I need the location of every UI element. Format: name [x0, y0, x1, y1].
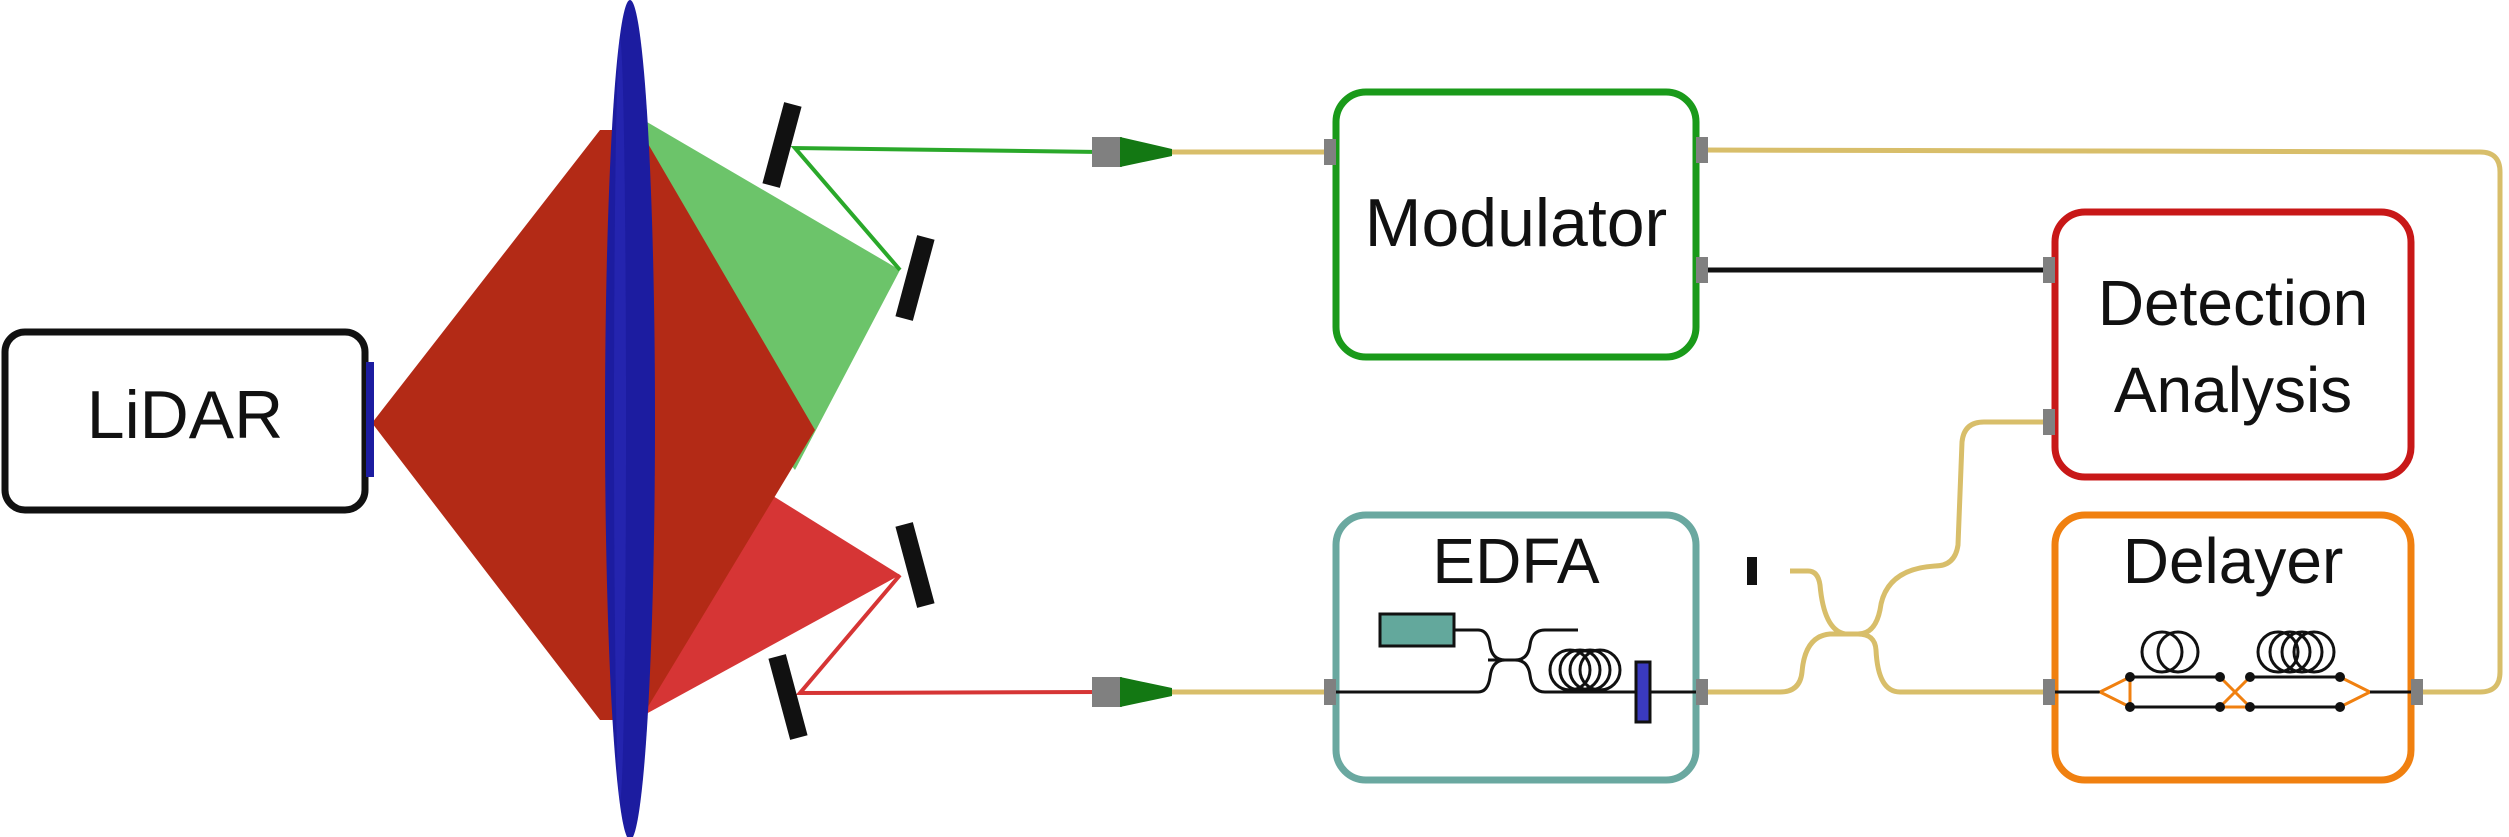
mirror-upper-1	[762, 102, 802, 188]
lidar-aperture	[366, 362, 374, 477]
detection-box	[2051, 208, 2415, 481]
delayer-junction-dots	[2125, 672, 2345, 712]
pump-laser	[1378, 612, 1456, 648]
lidar-box	[1, 328, 369, 514]
delayer-port-out	[2411, 679, 2423, 705]
delayer-label: Delayer	[2123, 525, 2344, 597]
edfa-box	[1332, 511, 1700, 784]
lidar-block: LiDAR	[1, 328, 374, 514]
modulator-box	[1332, 88, 1700, 361]
optical-isolator	[1634, 660, 1652, 724]
focusing-lens	[605, 0, 655, 837]
collimators	[1092, 137, 1172, 707]
edfa-label: EDFA	[1432, 525, 1599, 597]
delay-coil-1-icon	[2140, 630, 2200, 674]
lower-fiber-port	[1092, 677, 1122, 707]
mirror-lower-1	[895, 522, 935, 608]
green-beam-line	[790, 145, 1101, 272]
wdm-coupler-out	[1514, 658, 1560, 694]
delayer-box	[2051, 511, 2415, 784]
dark-red-beam-cone	[372, 130, 815, 720]
detection-analysis-block: Detection Analysis	[2043, 208, 2415, 481]
edfa-port-out	[1696, 679, 1708, 705]
free-space-optics	[372, 0, 1101, 837]
lens-highlight	[614, 40, 626, 800]
delayer-crossover	[2216, 675, 2254, 709]
fiber-termination	[1747, 557, 1757, 585]
lidar-label: LiDAR	[87, 377, 284, 453]
fiber-modulator-to-delayer	[1699, 147, 2503, 695]
delayer-port-in	[2043, 679, 2055, 705]
detection-label: Detection	[2098, 267, 2368, 339]
upper-collimator	[1120, 137, 1172, 167]
analysis-label: Analysis	[2114, 354, 2352, 426]
modulator-label: Modulator	[1365, 185, 1667, 261]
delayer-splitter-1	[2099, 674, 2132, 710]
delayer-internal-schematic	[2055, 630, 2411, 712]
mirror-lower-2	[768, 654, 808, 740]
upper-fiber-port	[1092, 137, 1122, 167]
delay-coil-2-icon	[2256, 630, 2336, 674]
modulator-port-out-electrical	[1696, 257, 1708, 283]
edfa-internal-schematic	[1336, 612, 1696, 724]
edfa-port-in	[1324, 679, 1336, 705]
fiber-edfa-to-coupler	[1700, 631, 2052, 695]
lower-collimator	[1120, 677, 1172, 707]
modulator-port-out-optical	[1696, 137, 1708, 163]
signal-input-fiber	[1336, 658, 1506, 694]
erbium-fiber-coil-icon	[1548, 648, 1640, 694]
green-return-beam	[635, 115, 900, 470]
delayer-block: Delayer	[2043, 511, 2423, 784]
fiber-coupler-to-detection	[1790, 419, 2052, 637]
edfa-block: EDFA	[1324, 511, 1708, 784]
red-beam-line	[795, 573, 1101, 696]
fiber-connections	[1172, 147, 2503, 695]
detection-port-electrical	[2043, 257, 2055, 283]
modulator-block: Modulator	[1324, 88, 1708, 361]
modulator-port-in	[1324, 139, 1336, 165]
detection-port-optical	[2043, 409, 2055, 435]
mirror-upper-2	[895, 235, 935, 321]
